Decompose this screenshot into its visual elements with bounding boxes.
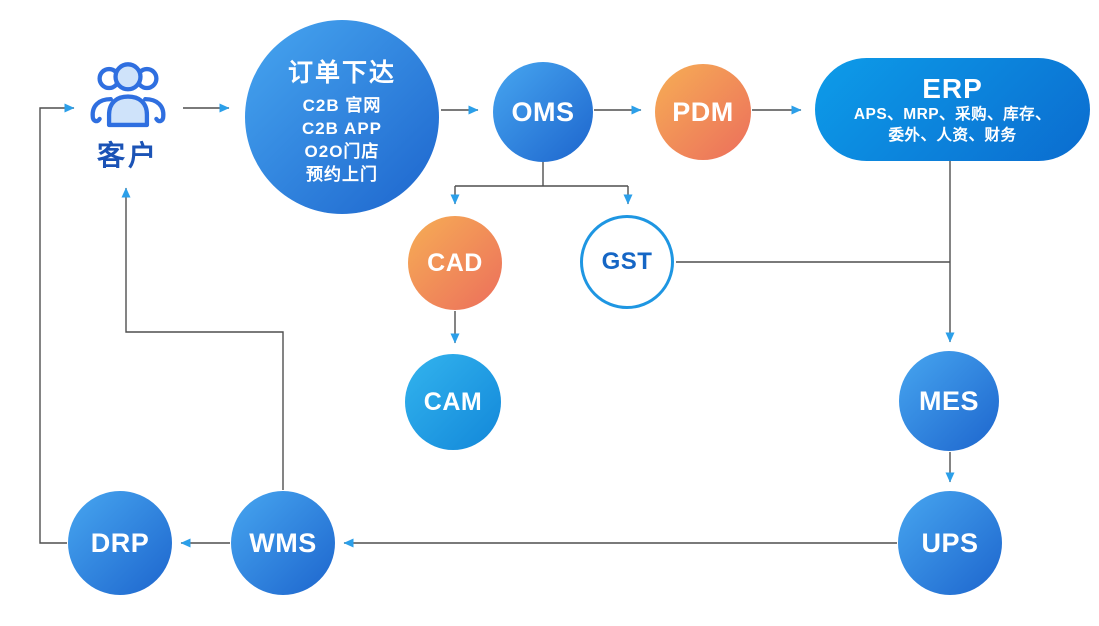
gst-node: GST bbox=[580, 215, 674, 309]
cam-node: CAM bbox=[405, 354, 501, 450]
drp-node: DRP bbox=[68, 491, 172, 595]
ups-label: UPS bbox=[921, 527, 979, 558]
mes-node: MES bbox=[899, 351, 999, 451]
erp-title: ERP bbox=[922, 72, 983, 104]
connector-drp-to-customer bbox=[39, 103, 75, 544]
oms-label: OMS bbox=[511, 96, 575, 127]
drp-label: DRP bbox=[90, 527, 150, 558]
oms-node: OMS bbox=[493, 62, 593, 162]
connector-oms-branch-stem bbox=[455, 162, 628, 187]
ups-node: UPS bbox=[898, 491, 1002, 595]
order-channel-c2b-app: C2B APP bbox=[301, 118, 383, 138]
wms-node: WMS bbox=[231, 491, 335, 595]
cam-label: CAM bbox=[423, 387, 483, 416]
order-node: 订单下达 C2B 官网 C2B APP O2O门店 预约上门 bbox=[245, 20, 439, 214]
order-title: 订单下达 bbox=[287, 58, 396, 87]
cad-label: CAD bbox=[427, 248, 483, 277]
customer-group-icon bbox=[90, 62, 166, 128]
customer-label: 客户 bbox=[96, 140, 159, 171]
mes-label: MES bbox=[918, 385, 979, 416]
customer-node: 客户 bbox=[84, 56, 172, 174]
pdm-node: PDM bbox=[655, 64, 751, 160]
cad-node: CAD bbox=[408, 216, 502, 310]
connector-wms-to-customer bbox=[121, 187, 284, 490]
gst-label: GST bbox=[601, 248, 653, 275]
order-channel-appointment: 预约上门 bbox=[305, 164, 378, 184]
wms-label: WMS bbox=[249, 527, 317, 558]
order-channel-o2o-store: O2O门店 bbox=[304, 141, 380, 161]
erp-modules-line1: APS、MRP、采购、库存、 bbox=[853, 105, 1052, 123]
erp-node: ERP APS、MRP、采购、库存、 委外、人资、财务 bbox=[815, 58, 1090, 161]
order-node-content: 订单下达 C2B 官网 C2B APP O2O门店 预约上门 bbox=[288, 49, 396, 186]
erp-modules-line2: 委外、人资、财务 bbox=[888, 126, 1017, 144]
order-channel-c2b-web: C2B 官网 bbox=[302, 95, 382, 115]
pdm-label: PDM bbox=[672, 96, 734, 127]
